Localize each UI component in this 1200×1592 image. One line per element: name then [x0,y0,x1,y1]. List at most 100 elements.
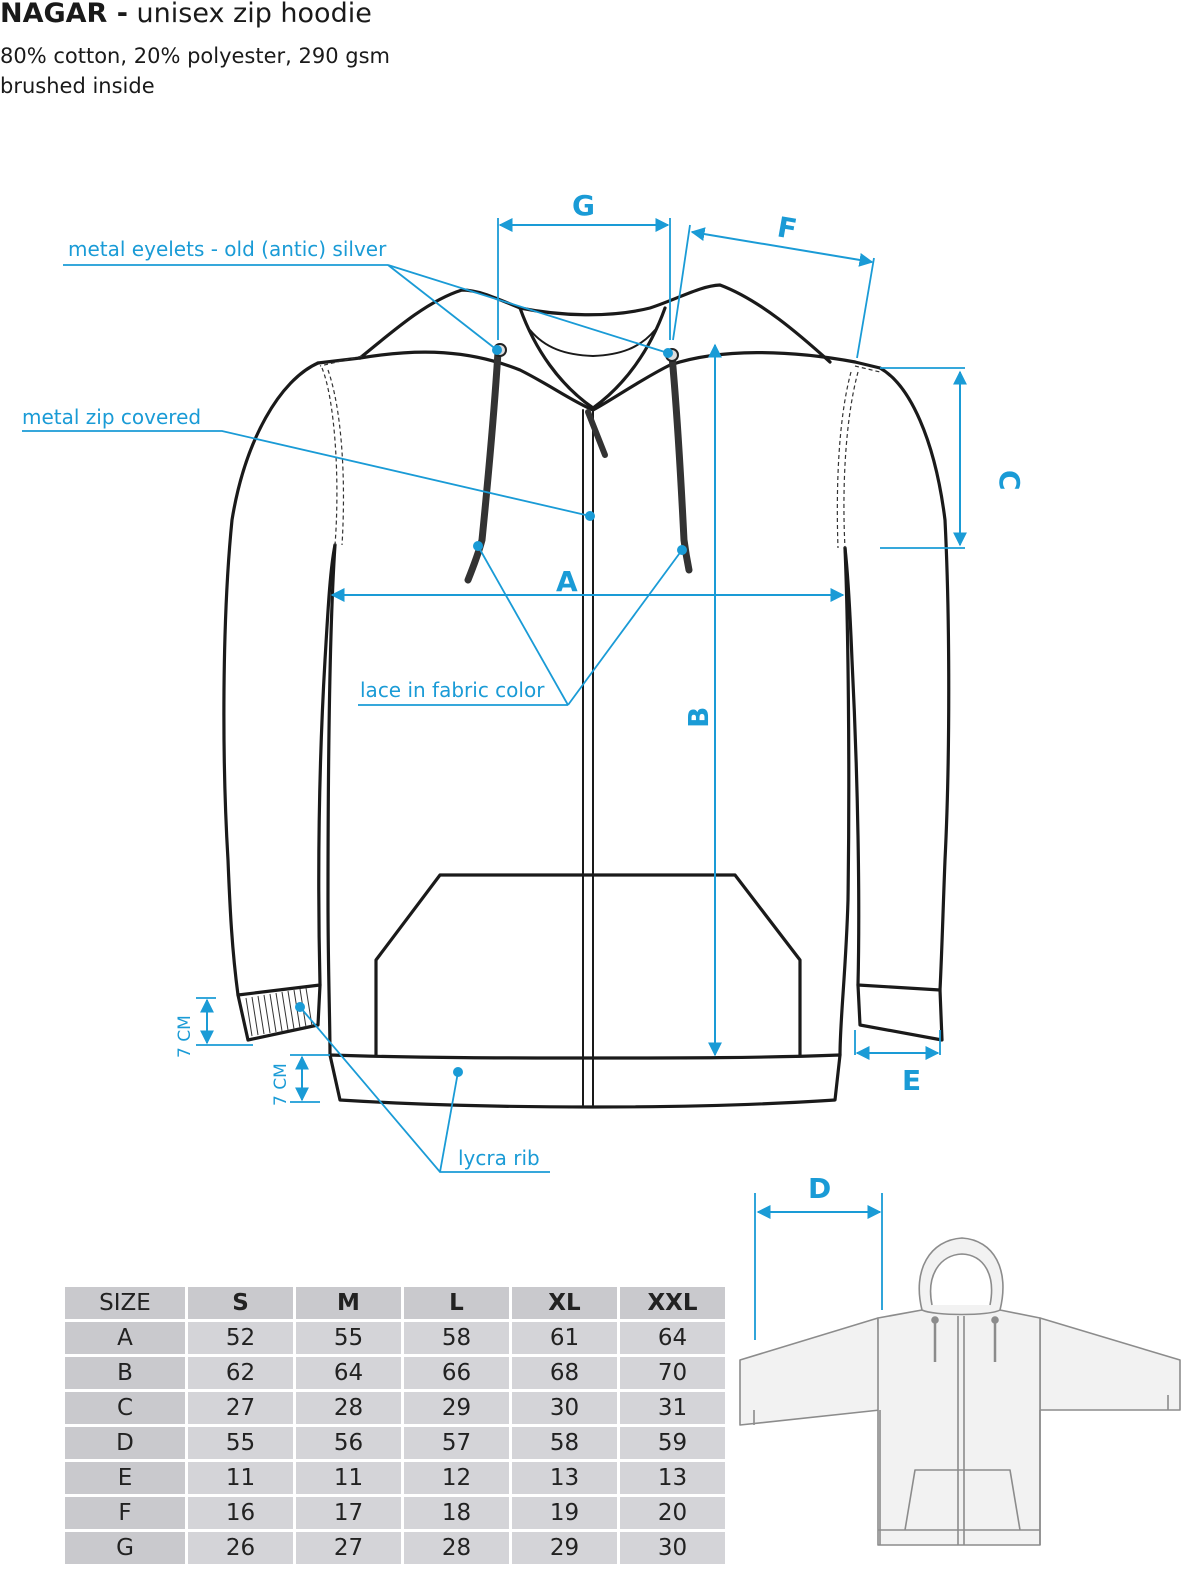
table-cell: 12 [404,1462,509,1494]
row-label: B [65,1357,185,1389]
table-cell: 13 [512,1462,617,1494]
table-cell: 13 [620,1462,725,1494]
table-cell: 58 [512,1427,617,1459]
callout-dots [295,345,687,1077]
table-cell: 56 [296,1427,401,1459]
size-l: L [404,1287,509,1319]
table-cell: 29 [512,1532,617,1564]
product-name: unisex zip hoodie [127,0,372,29]
hoodie-front-drawing [222,283,951,1109]
hem [328,1053,842,1109]
left-sleeve [222,361,337,997]
table-cell: 61 [512,1322,617,1354]
product-title: NAGAR - unisex zip hoodie [0,0,372,29]
lace-label: lace in fabric color [360,678,545,702]
sleeve-seams [319,355,881,549]
back-right-sleeve [1039,1317,1181,1411]
dim-g-label: G [572,189,595,222]
table-cell: 68 [512,1357,617,1389]
dim-a-label: A [556,565,578,598]
table-cell: 28 [296,1392,401,1424]
table-cell: 27 [296,1532,401,1564]
back-left-sleeve [739,1317,881,1426]
hood-outline [358,283,832,364]
table-cell: 55 [296,1322,401,1354]
table-cell: 19 [512,1497,617,1529]
table-cell: 31 [620,1392,725,1424]
table-cell: 20 [620,1497,725,1529]
eyelets-label: metal eyelets - old (antic) silver [68,237,387,261]
table-cell: 66 [404,1357,509,1389]
rib-label: lycra rib [458,1146,540,1170]
table-cell: 30 [620,1532,725,1564]
row-label: D [65,1427,185,1459]
row-label: A [65,1322,185,1354]
kangaroo-pocket [374,873,802,1057]
table-cell: 64 [620,1322,725,1354]
dim-e-label: E [902,1064,921,1097]
table-cell: 57 [404,1427,509,1459]
table-row: B 62 64 66 68 70 [65,1357,725,1389]
row-label: C [65,1392,185,1424]
table-cell: 52 [188,1322,293,1354]
table-cell: 30 [512,1392,617,1424]
dim-d-label: D [808,1172,831,1205]
size-corner: SIZE [65,1287,185,1319]
table-cell: 16 [188,1497,293,1529]
size-table: SIZE S M L XL XXL A 52 55 58 61 64 B 62 … [62,1284,728,1567]
left-shoulder [358,350,595,412]
table-cell: 70 [620,1357,725,1389]
table-cell: 55 [188,1427,293,1459]
table-row: E 11 11 12 13 13 [65,1462,725,1494]
shoulder-seam-top-right [853,360,882,370]
hoodie-back-drawing [739,1237,1181,1546]
cuff-height-label: 7 CM [175,1015,195,1058]
table-cell: 18 [404,1497,509,1529]
cuff-ribbing [245,987,313,1037]
size-xl: XL [512,1287,617,1319]
right-cuff [856,983,944,1042]
drawstrings [464,348,693,584]
finish-text: brushed inside [0,74,155,98]
callouts [22,218,965,1340]
size-xxl: XXL [620,1287,725,1319]
row-label: G [65,1532,185,1564]
table-cell: 11 [296,1462,401,1494]
back-pocket [904,1469,1021,1531]
dim-f-label: F [775,210,800,246]
dimension-arrows [200,218,967,1219]
dim-c-label: C [993,470,1026,491]
dim-b-label: B [682,707,715,728]
table-row: F 16 17 18 19 20 [65,1497,725,1529]
table-cell: 29 [404,1392,509,1424]
zip-label: metal zip covered [22,405,201,429]
size-m: M [296,1287,401,1319]
table-cell: 27 [188,1392,293,1424]
size-s: S [188,1287,293,1319]
table-cell: 62 [188,1357,293,1389]
row-label: E [65,1462,185,1494]
size-table-header-row: SIZE S M L XL XXL [65,1287,725,1319]
back-body [877,1309,1041,1546]
table-cell: 17 [296,1497,401,1529]
table-row: C 27 28 29 30 31 [65,1392,725,1424]
collar-line [529,329,656,357]
hem-height-label: 7 CM [271,1063,291,1106]
hood-inner [518,306,667,410]
row-label: F [65,1497,185,1529]
table-cell: 26 [188,1532,293,1564]
table-cell: 64 [296,1357,401,1389]
table-row: G 26 27 28 29 30 [65,1532,725,1564]
right-sleeve [843,366,951,992]
back-hood-inner [929,1253,993,1306]
brand-name: NAGAR - [0,0,128,29]
dim-f-arrow [690,227,874,267]
table-cell: 11 [188,1462,293,1494]
table-row: D 55 56 57 58 59 [65,1427,725,1459]
material-text: 80% cotton, 20% polyester, 290 gsm [0,44,390,68]
table-cell: 59 [620,1427,725,1459]
table-row: A 52 55 58 61 64 [65,1322,725,1354]
body-right-side [838,546,851,1057]
table-cell: 28 [404,1532,509,1564]
